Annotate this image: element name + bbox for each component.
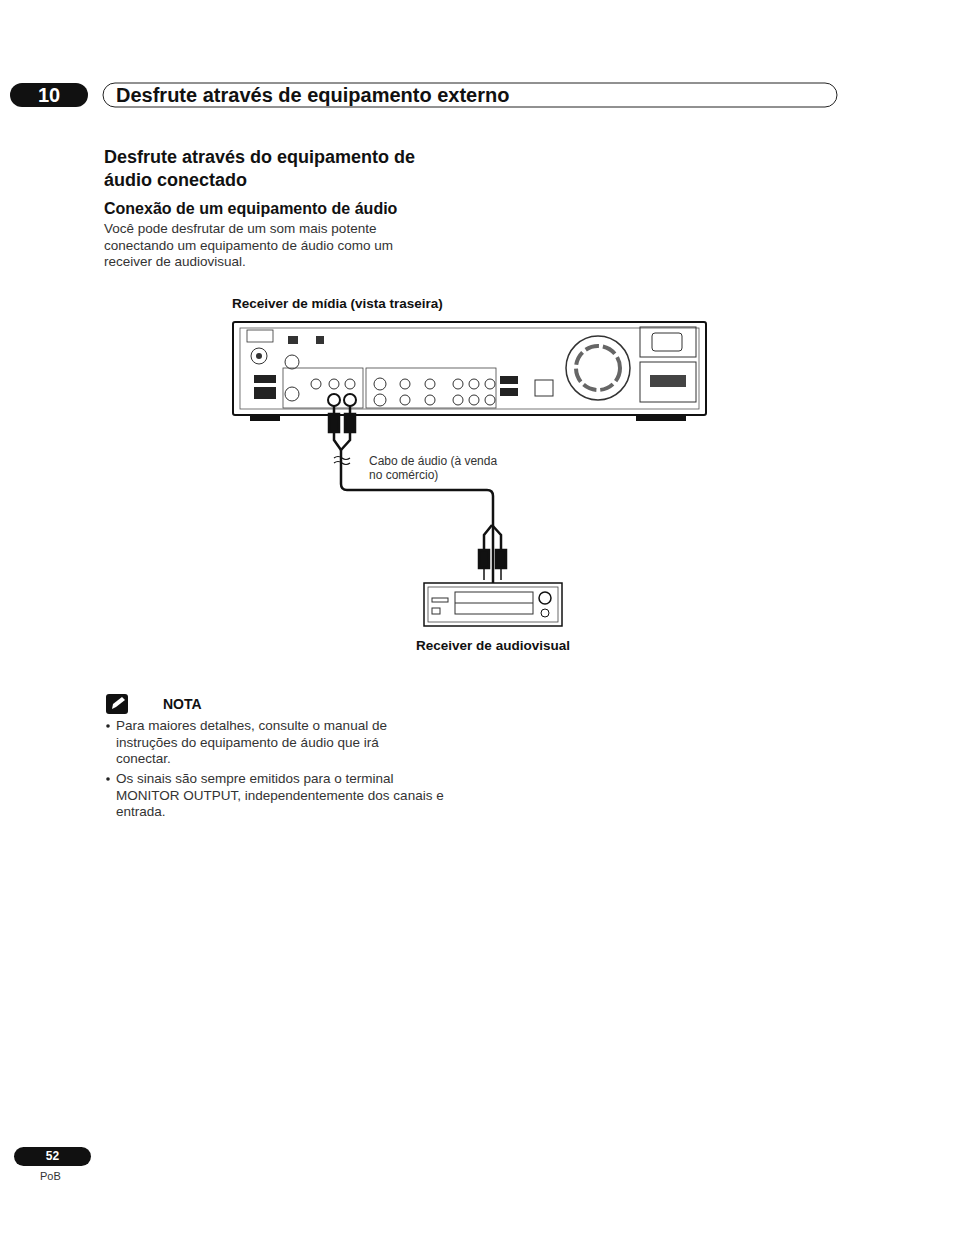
page-number: 52 (14, 1147, 91, 1166)
av-receiver: Receiver de audiovisual (400, 583, 586, 653)
chapter-number: 10 (10, 83, 88, 107)
page-number-pill (14, 1147, 91, 1166)
node-label: Receiver de audiovisual (400, 638, 586, 653)
cable-label: Cabo de áudio (à venda no comércio) (369, 454, 509, 482)
bullet-dot (106, 777, 110, 781)
media-receiver-drawing (233, 322, 706, 421)
audio-cable-drawing (329, 406, 506, 580)
note-item: Para maiores detalhes, consulte o manual… (116, 718, 426, 768)
av-receiver-drawing (424, 583, 562, 626)
note-icon (106, 694, 128, 714)
note-heading: NOTA (163, 696, 202, 712)
chapter-pill (10, 83, 88, 107)
node-label: Receiver de mídia (vista traseira) (232, 296, 443, 311)
page-title: Desfrute através de equipamento externo (116, 83, 509, 107)
note-item: Os sinais são sempre emitidos para o ter… (116, 771, 456, 821)
section-heading: Desfrute através do equipamento de áudio… (104, 146, 464, 192)
body-text: Você pode desfrutar de um som mais poten… (104, 221, 434, 271)
title-band (103, 83, 837, 107)
language-code: PoB (40, 1170, 61, 1182)
media-receiver: Receiver de mídia (vista traseira) (231, 296, 708, 418)
sub-heading: Conexão de um equipamento de áudio (104, 200, 397, 218)
bullet-dot (106, 724, 110, 728)
